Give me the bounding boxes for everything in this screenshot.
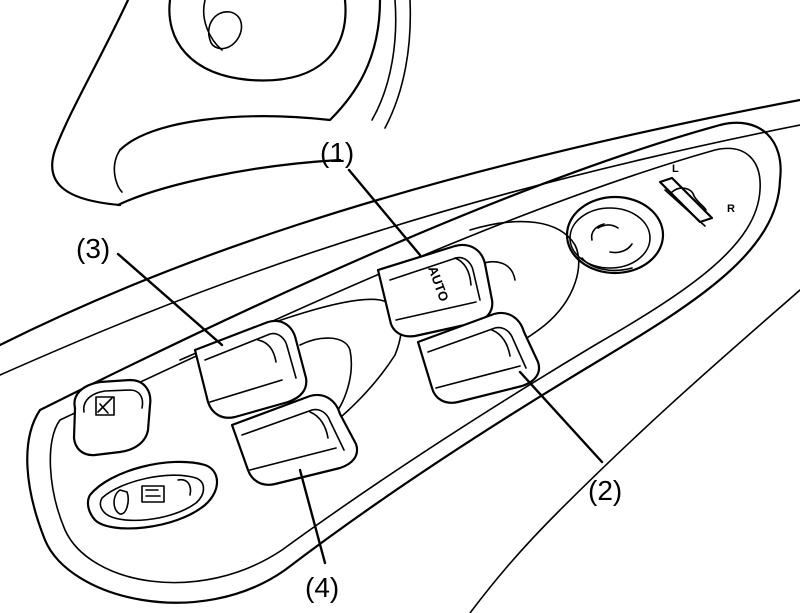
callout-3: (3) [76, 233, 110, 264]
door-handle [51, 0, 412, 207]
callout-4: (4) [305, 572, 339, 603]
door-panel [0, 98, 800, 613]
callout-2: (2) [588, 475, 622, 506]
mirror-right-label: R [727, 203, 735, 215]
door-lock-icon[interactable] [86, 460, 219, 530]
mirror-left-label: L [672, 163, 679, 175]
switch-driver-auto[interactable]: AUTO [376, 243, 494, 338]
leader-lines [116, 168, 604, 565]
switch-rear-left[interactable] [230, 393, 359, 486]
window-lock-icon[interactable] [72, 378, 152, 457]
mirror-adjust-knob[interactable] [565, 195, 665, 275]
switch-front-right[interactable] [416, 311, 541, 404]
mirror-selector-icon[interactable]: L R [658, 163, 735, 227]
callout-1: (1) [320, 137, 354, 168]
